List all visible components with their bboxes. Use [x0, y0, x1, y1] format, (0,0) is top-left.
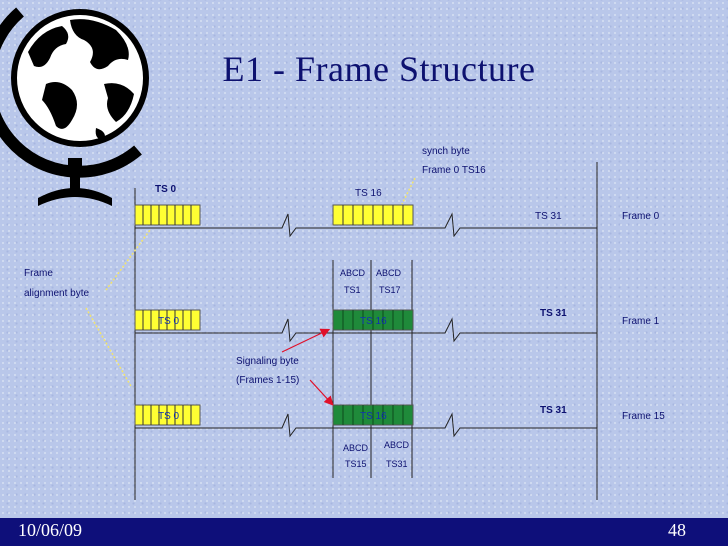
frame-15-ts16-label: TS 16 [360, 411, 387, 422]
abcd-ts17-top: ABCD [376, 268, 402, 278]
slide-title-text: E1 - Frame Structure [222, 49, 536, 89]
frame-0-row: TS 0 TS 16 TS 31 Frame 0 [134, 184, 660, 238]
signaling-byte-annotation: Signaling byte (Frames 1-15) [236, 328, 334, 406]
abcd-ts17-bottom: TS17 [379, 285, 401, 295]
signaling-byte-label-1: Signaling byte [236, 356, 299, 367]
abcd-ts15-bottom: TS15 [345, 459, 367, 469]
frame-1-name: Frame 1 [622, 316, 660, 327]
frame-1-abcd-labels: ABCD TS1 ABCD TS17 [340, 268, 402, 295]
frame-0-name: Frame 0 [622, 211, 660, 222]
synch-byte-label-2: Frame 0 TS16 [422, 165, 486, 176]
slide-title: E1 - Frame Structure [0, 48, 728, 90]
frame-alignment-label-1: Frame [24, 268, 53, 279]
synch-byte-label-1: synch byte [422, 146, 470, 157]
frame-15-ts0-label: TS 0 [158, 411, 180, 422]
frame-0-ts0-label: TS 0 [155, 184, 177, 195]
frame-1-ts31-label: TS 31 [540, 308, 567, 319]
frame-1-row: TS 0 TS 16 TS 31 Frame 1 [134, 308, 660, 343]
abcd-ts1-top: ABCD [340, 268, 366, 278]
frame-15-ts31-label: TS 31 [540, 405, 567, 416]
frame-0-ts31-label: TS 31 [535, 211, 562, 222]
frame-15-row: TS 0 TS 16 TS 31 Frame 15 [134, 404, 665, 438]
abcd-ts1-bottom: TS1 [344, 285, 361, 295]
abcd-ts15-top: ABCD [343, 443, 369, 453]
frame-1-ts0-label: TS 0 [158, 316, 180, 327]
frame-1-ts16-label: TS 16 [360, 316, 387, 327]
signaling-arrow-down [309, 379, 334, 406]
signaling-arrow-up [281, 328, 331, 353]
frame-0-ts16-label: TS 16 [355, 188, 382, 199]
frame-15-name: Frame 15 [622, 411, 665, 422]
frame-alignment-annotation: Frame alignment byte [24, 229, 151, 389]
signaling-byte-label-2: (Frames 1-15) [236, 375, 299, 386]
footer-page-number: 48 [668, 520, 686, 540]
frame-15-abcd-labels: ABCD TS15 ABCD TS31 [343, 440, 410, 469]
abcd-ts31-top: ABCD [384, 440, 410, 450]
synch-byte-annotation: synch byte Frame 0 TS16 [401, 146, 486, 205]
globe-icon [0, 7, 149, 206]
footer-bar [0, 518, 728, 546]
frame-alignment-label-2: alignment byte [24, 288, 89, 299]
footer-date: 10/06/09 [18, 520, 83, 540]
abcd-ts31-bottom: TS31 [386, 459, 408, 469]
